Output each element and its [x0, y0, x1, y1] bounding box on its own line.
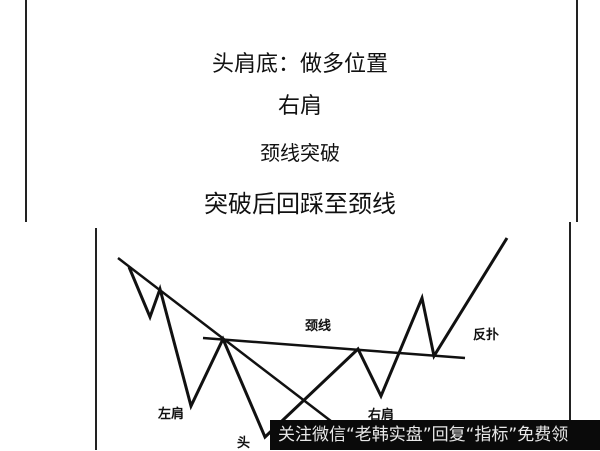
label-throwback: 反扑	[473, 328, 500, 343]
label-left-shoulder: 左肩	[158, 407, 185, 422]
caption-pullback: 突破后回踩至颈线	[204, 190, 396, 218]
label-neckline: 颈线	[305, 319, 332, 334]
caption-right-shoulder: 右肩	[277, 94, 322, 119]
label-head: 头	[237, 436, 251, 451]
watermark-banner: 关注微信“老韩实盘”回复“指标”免费领	[270, 420, 600, 450]
price-path	[127, 237, 509, 440]
diagram-title: 头肩底：做多位置	[211, 52, 388, 77]
top-frame	[25, 0, 578, 222]
label-right-shoulder: 右肩	[368, 408, 395, 423]
downtrend-line	[117, 257, 341, 429]
caption-neckline-breakout: 颈线突破	[260, 141, 340, 165]
neckline	[202, 336, 466, 360]
